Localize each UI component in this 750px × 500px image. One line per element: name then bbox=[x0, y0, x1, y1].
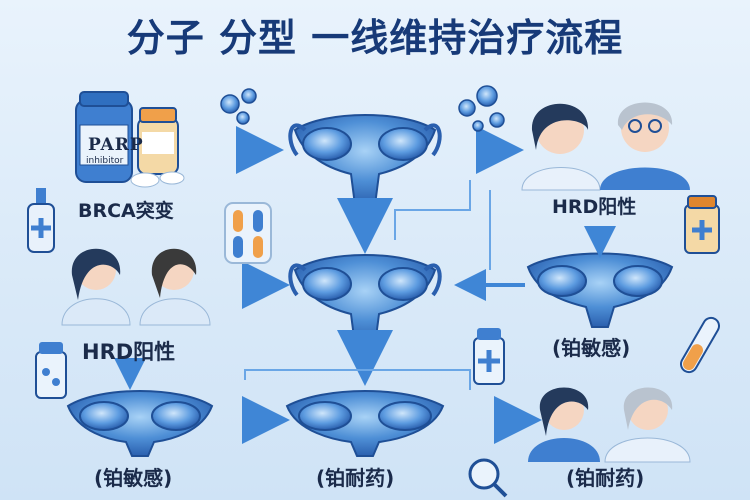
uterus-icon-bottom-middle bbox=[285, 390, 445, 457]
magnifier-icon bbox=[468, 458, 508, 498]
capsule-strip-icon bbox=[224, 202, 272, 264]
connector-line bbox=[244, 369, 471, 390]
bottle-sublabel: inhibitor bbox=[86, 156, 124, 166]
label-sensitive-right: (铂敏感) bbox=[552, 336, 631, 360]
uterus-icon-middle bbox=[288, 254, 442, 346]
molecule-icon bbox=[220, 85, 505, 132]
page-title: 分子 分型 一线维持治疗流程 bbox=[126, 16, 624, 60]
test-tube-icon bbox=[680, 316, 720, 374]
label-hrd-right: HRD阳性 bbox=[552, 196, 637, 218]
patient-icon-bottom bbox=[528, 387, 691, 463]
label-brca: BRCA突变 bbox=[78, 200, 174, 222]
dropper-bottle-icon bbox=[27, 188, 55, 253]
pill-bottle-icon-small bbox=[35, 195, 720, 399]
doctor-icon bbox=[521, 102, 690, 191]
label-resistant-middle: (铂耐药) bbox=[316, 466, 395, 490]
connector-line bbox=[394, 180, 471, 240]
patient-icon bbox=[61, 248, 211, 326]
pill-bottle-icon bbox=[75, 91, 185, 188]
uterus-icon-right bbox=[526, 252, 674, 328]
label-sensitive-left: (铂敏感) bbox=[94, 466, 173, 490]
uterus-icon-left bbox=[66, 390, 214, 457]
label-resistant-right: (铂耐药) bbox=[566, 466, 645, 490]
uterus-icon-top bbox=[288, 114, 442, 206]
bottle-label: PARP bbox=[88, 135, 144, 155]
label-hrd-left: HRD阳性 bbox=[82, 340, 176, 364]
arrow-icon-group bbox=[114, 126, 616, 444]
